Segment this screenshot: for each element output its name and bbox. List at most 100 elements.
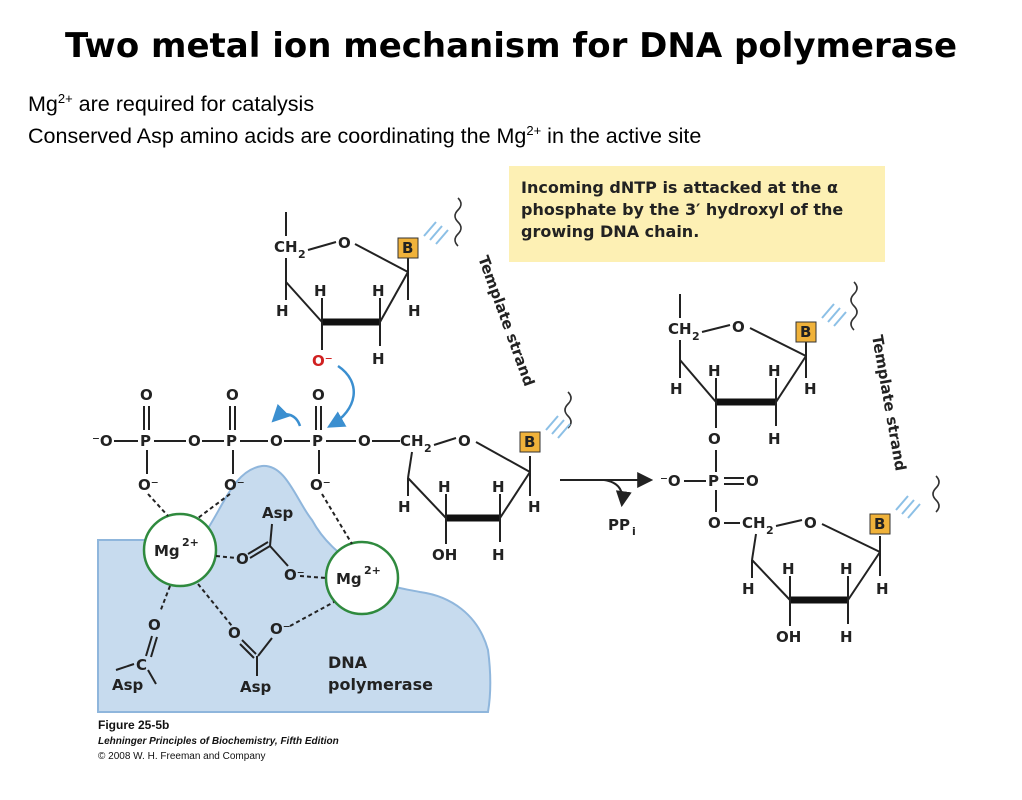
ch2-label: CH [274,238,298,256]
alpha-phosphorus: P [312,432,323,450]
metal-ion-a: Mg 2+ [142,512,218,588]
base-label: B [524,433,535,451]
primer-sugar: CH 2 O B H H H H O⁻ H [274,197,462,370]
oxygen: O [708,430,721,448]
h-label: H [768,362,781,380]
enzyme-label-line2: polymerase [328,675,433,694]
mg-charge: 2+ [364,564,381,577]
oxygen: O [226,386,239,404]
h-label: H [314,282,327,300]
coordination-bonds [147,493,353,627]
o-minus: O⁻ [270,620,291,638]
h-label: H [492,546,505,564]
h-label: H [492,478,505,496]
o-minus: O⁻ [224,476,245,494]
leaving-group-arrow [271,403,302,427]
neg-o: ⁻O [660,472,681,490]
oxygen: O [236,550,249,568]
ch2-sub: 2 [692,330,700,343]
metal-ion-b: Mg 2+ [324,540,400,616]
ring-oxygen: O [338,234,351,252]
ring-oxygen: O [804,514,817,532]
h-label: H [782,560,795,578]
bullet-1-text-a: Mg [28,92,58,116]
asp-residue-bottom: O O⁻ Asp [228,620,291,696]
ring-oxygen: O [458,432,471,450]
phosphorus: P [708,472,719,490]
ch2-sub: 2 [766,524,774,537]
template-strand-label-2: Template strand [868,334,910,473]
three-prime-o-minus: O⁻ [312,352,333,370]
mg-charge: 2+ [182,536,199,549]
product-lower-sugar: CH 2 O B H H H H OH H [742,495,921,646]
hydroxyl-label: OH [432,546,457,564]
o-minus: O⁻ [310,476,331,494]
bullet-mg-required: Mg2+ are required for catalysis [28,92,314,117]
base-label: B [402,239,413,257]
ch2-label: CH [668,320,692,338]
mg-label: Mg [154,542,180,560]
bullet-2-sup: 2+ [526,122,542,138]
enzyme-label-line1: DNA [328,653,368,672]
o-minus: O⁻ [284,566,305,584]
h-label: H [840,628,853,646]
ppi-release-arrow [603,479,632,508]
template-strand-label-1: Template strand [474,253,538,389]
oxygen: O [140,386,153,404]
figure-number: Figure 25-5b [98,718,170,732]
hydroxyl-label: OH [776,628,801,646]
h-label: H [276,302,289,320]
asp-label: Asp [240,678,272,696]
base-label: B [800,323,811,341]
h-label: H [742,580,755,598]
asp-residue-left: O C Asp [112,616,161,694]
pyrophosphate-sub: i [632,525,636,538]
bridging-oxygen: O [358,432,371,450]
oxygen: O [708,514,721,532]
ch2-sub: 2 [298,248,306,261]
h-label: H [876,580,889,598]
bullet-2-text-b: in the active site [541,124,702,148]
mg-label: Mg [336,570,362,588]
oxygen: O [312,386,325,404]
ch2-label: CH [400,432,424,450]
oxygen: O [746,472,759,490]
h-label: H [528,498,541,516]
oxygen: O [148,616,161,634]
bridging-oxygen: O [188,432,201,450]
h-label: H [372,282,385,300]
nucleophilic-attack-arrow [326,364,355,428]
triphosphate-chain: ⁻O P O P O P O O O O O⁻ O⁻ O⁻ [92,386,400,494]
ch2-label: CH [742,514,766,532]
bullet-asp-coordination: Conserved Asp amino acids are coordinati… [28,124,701,149]
h-label: H [840,560,853,578]
dntp-sugar: CH 2 O B H H H H OH H [398,415,571,564]
bullet-1-sup: 2+ [57,90,73,106]
h-label: H [708,362,721,380]
book-title: Lehninger Principles of Biochemistry, Fi… [98,736,339,747]
h-label: H [398,498,411,516]
bullet-1-text-b: are required for catalysis [72,92,315,116]
asp-residue-top: Asp O O⁻ [236,504,305,584]
h-label: H [372,350,385,368]
product-phosphodiester: ⁻O P O O [660,450,759,532]
bullet-2-text-a: Conserved Asp amino acids are coordinati… [28,124,527,148]
gamma-phosphorus: P [140,432,151,450]
base-label: B [874,515,885,533]
bridging-oxygen: O [270,432,283,450]
slide-title: Two metal ion mechanism for DNA polymera… [64,26,958,66]
ch2-sub: 2 [424,442,432,455]
h-label: H [438,478,451,496]
h-label: H [670,380,683,398]
asp-label: Asp [262,504,294,522]
carbon: C [136,656,147,674]
h-label: H [804,380,817,398]
pyrophosphate-label: PP [608,516,630,534]
beta-phosphorus: P [226,432,237,450]
oxygen: O [228,624,241,642]
h-label: H [768,430,781,448]
ring-oxygen: O [732,318,745,336]
o-minus: O⁻ [138,476,159,494]
copyright: © 2008 W. H. Freeman and Company [98,751,266,762]
